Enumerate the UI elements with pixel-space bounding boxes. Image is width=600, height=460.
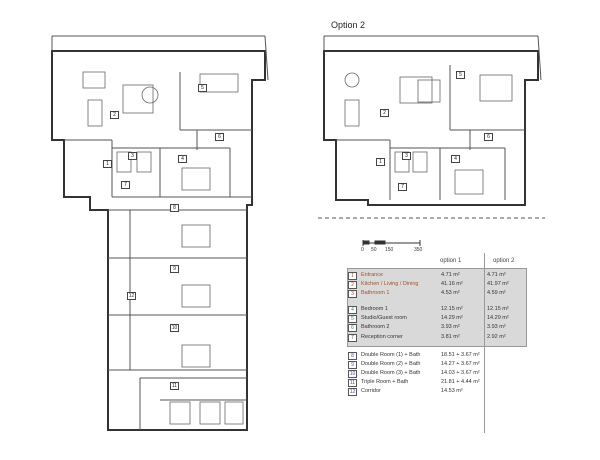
room-number-badge: 11 [348,379,357,387]
legend-row-room-4: 4 Bedroom 1 12.15 m² 12.15 m² [348,306,528,314]
room-number-badge: 10 [348,370,357,378]
plan1-tag-7: 7 [121,181,130,189]
scale-tick-350: 350 [414,247,423,253]
legend-grey-panel [347,268,527,347]
room-area-option-1: 18.51 + 3.67 m² [441,352,480,358]
room-name: Entrance [361,272,384,278]
legend-row-room-11: 11 Triple Room + Bath 21.81 + 4.44 m² [348,379,528,387]
room-number-badge: 8 [348,352,357,360]
plan1-tag-6: 6 [215,133,224,141]
room-number-badge: 7 [348,334,357,342]
room-number-badge: 5 [348,315,357,323]
plan2-tag-1: 1 [376,158,385,166]
plan1-tag-8: 8 [170,204,179,212]
room-number-badge: 3 [348,290,357,298]
room-area-option-2: 14.29 m² [487,315,509,321]
plan1-tag-5: 5 [198,84,207,92]
plan1-tag-9: 9 [170,265,179,273]
room-area-option-2: 3.93 m² [487,324,506,330]
room-area-option-1: 41.16 m² [441,281,463,287]
legend-row-room-6: 6 Bathroom 2 3.93 m² 3.93 m² [348,324,528,332]
room-name: Bedroom 1 [361,306,388,312]
plan1-tag-12: 12 [127,292,136,300]
legend-row-room-2: 2 Kitchen / Living / Dining 41.16 m² 41.97 … [348,281,528,289]
room-number-badge: 2 [348,281,357,289]
plan1-outer-wall [51,50,266,431]
room-area-option-1: 3.81 m² [441,334,460,340]
room-area-option-2: 41.97 m² [487,281,509,287]
option-2-title: Option 2 [331,20,366,30]
room-number-badge: 12 [348,388,357,396]
plan1-tag-1: 1 [103,160,112,168]
legend-row-room-10: 10 Double Room (3) + Bath 14.03 + 3.67 m² [348,370,528,378]
room-area-option-2: 12.15 m² [487,306,509,312]
legend-row-room-1: 1 Entrance 4.71 m² 4.71 m² [348,272,528,280]
room-number-badge: 4 [348,306,357,314]
room-name: Double Room (2) + Bath [361,361,421,367]
room-name: Kitchen / Living / Dining [361,281,419,287]
plan2-tag-3: 3 [402,152,411,160]
plan1-tag-4: 4 [178,155,187,163]
room-number-badge: 9 [348,361,357,369]
room-area-option-1: 4.71 m² [441,272,460,278]
scale-tick-0: 0 [361,247,364,253]
room-name: Studio/Guest room [361,315,407,321]
room-area-option-2: 4.71 m² [487,272,506,278]
room-area-option-1: 14.29 m² [441,315,463,321]
plan2-tag-4: 4 [451,155,460,163]
room-name: Corridor [361,388,381,394]
room-area-option-1: 3.93 m² [441,324,460,330]
room-area-option-2: 4.59 m² [487,290,506,296]
header-option-1: option 1 [440,258,462,264]
plan2-outer-wall [323,50,539,206]
room-name: Double Room (3) + Bath [361,370,421,376]
legend-divider [484,253,485,433]
plan1-tag-3: 3 [128,152,137,160]
room-name: Bathroom 1 [361,290,390,296]
legend-row-room-12: 12 Corridor 14.53 m² [348,388,528,396]
room-area-option-1: 14.27 + 3.67 m² [441,361,480,367]
room-area-option-1: 4.53 m² [441,290,460,296]
room-area-option-1: 14.53 m² [441,388,463,394]
plan2-tag-7: 7 [398,183,407,191]
room-name: Double Room (1) + Bath [361,352,421,358]
plan1-tag-2: 2 [110,111,119,119]
header-option-2: option 2 [493,258,515,264]
legend-row-room-3: 3 Bathroom 1 4.53 m² 4.59 m² [348,290,528,298]
room-area-option-1: 21.81 + 4.44 m² [441,379,480,385]
scale-tick-50: 50 [371,247,377,253]
plan2-tag-2: 2 [380,109,389,117]
plan2-tag-6: 6 [484,133,493,141]
room-number-badge: 6 [348,324,357,332]
room-area-option-1: 12.15 m² [441,306,463,312]
room-name: Bathroom 2 [361,324,390,330]
room-area-option-1: 14.03 + 3.67 m² [441,370,480,376]
room-number-badge: 1 [348,272,357,280]
legend-row-room-8: 8 Double Room (1) + Bath 18.51 + 3.67 m² [348,352,528,360]
room-name: Triple Room + Bath [361,379,409,385]
plan1-tag-10: 10 [170,324,179,332]
scale-bar [362,240,421,246]
legend-row-room-7: 7 Reception corner 3.81 m² 2.92 m² [348,334,528,342]
plan2-tag-5: 5 [456,71,465,79]
legend-row-room-5: 5 Studio/Guest room 14.29 m² 14.29 m² [348,315,528,323]
room-area-option-2: 2.92 m² [487,334,506,340]
legend-row-room-9: 9 Double Room (2) + Bath 14.27 + 3.67 m² [348,361,528,369]
plan1-tag-11: 11 [170,382,179,390]
scale-tick-150: 150 [385,247,394,253]
room-name: Reception corner [361,334,403,340]
